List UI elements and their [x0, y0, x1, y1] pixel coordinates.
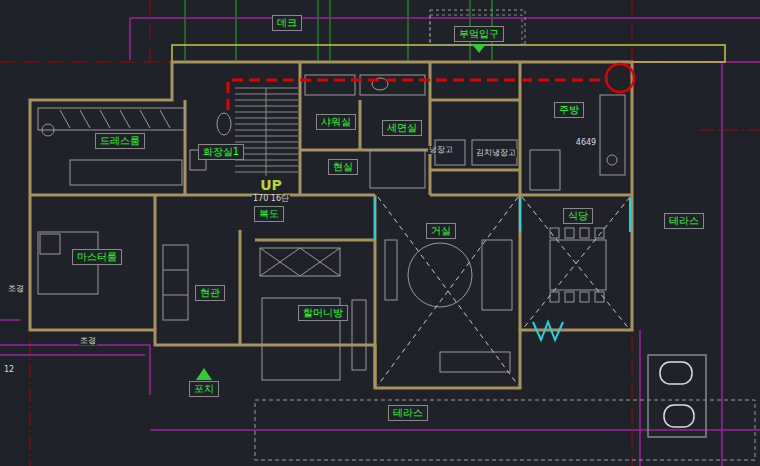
room-label: 마스터룸 — [72, 249, 122, 265]
room-name: 할머니방 — [303, 307, 343, 319]
room-label: 복도 — [254, 206, 284, 222]
furniture — [38, 10, 755, 460]
room-name: 데크 — [277, 17, 297, 29]
room-name: 주방 — [559, 104, 579, 116]
room-name: 거실 — [431, 225, 451, 237]
room-name: 부엌입구 — [459, 28, 499, 40]
room-name: 현실 — [333, 161, 353, 173]
plan-note: 12 — [3, 366, 15, 375]
glass-lines — [375, 198, 630, 340]
room-name: 테라스 — [393, 407, 423, 419]
room-label: 데크 — [272, 15, 302, 31]
stair — [235, 88, 298, 176]
plan-note: 조경 — [79, 337, 97, 346]
entry-arrow — [196, 368, 212, 380]
room-name: 포치 — [194, 383, 214, 395]
room-label: 현실 — [328, 159, 358, 175]
car-symbol — [648, 355, 706, 437]
room-label: 세면실 — [382, 120, 422, 136]
room-label: 테라스 — [388, 405, 428, 421]
walls — [30, 62, 632, 388]
room-name: 화장실1 — [203, 146, 239, 158]
void-lines — [378, 197, 630, 385]
entry-arrow — [472, 44, 486, 53]
room-name: 드레스룸 — [100, 135, 140, 147]
room-label: 거실 — [426, 223, 456, 239]
plan-note: 김치냉장고 — [475, 149, 517, 158]
room-label: 현관 — [195, 285, 225, 301]
room-name: 현관 — [200, 287, 220, 299]
room-label: 부엌입구 — [454, 26, 504, 42]
room-name: 세면실 — [387, 122, 417, 134]
plan-note: 4649 — [575, 139, 597, 148]
room-label: 테라스 — [664, 213, 704, 229]
room-label: 드레스룸 — [95, 133, 145, 149]
room-name: 테라스 — [669, 215, 699, 227]
room-name: 마스터룸 — [77, 251, 117, 263]
room-name: 샤워실 — [321, 116, 351, 128]
room-label: 할머니방 — [298, 305, 348, 321]
plan-note: 냉장고 — [428, 146, 454, 155]
entry-outline — [430, 15, 522, 45]
deck-strip — [172, 45, 725, 62]
plan-note: 조경 — [7, 285, 25, 294]
room-label: 주방 — [554, 102, 584, 118]
route-line — [228, 80, 608, 110]
room-name: 식당 — [568, 210, 588, 222]
boundary-lines — [0, 18, 760, 466]
plan-note: UP — [259, 178, 283, 193]
room-label: 샤워실 — [316, 114, 356, 130]
grid-lines — [185, 0, 492, 60]
room-label: 식당 — [563, 208, 593, 224]
room-name: 복도 — [259, 208, 279, 220]
plan-note: 170 16단 — [252, 195, 290, 204]
highlight-circle — [606, 64, 634, 92]
room-label: 포치 — [189, 381, 219, 397]
room-label: 화장실1 — [198, 144, 244, 160]
